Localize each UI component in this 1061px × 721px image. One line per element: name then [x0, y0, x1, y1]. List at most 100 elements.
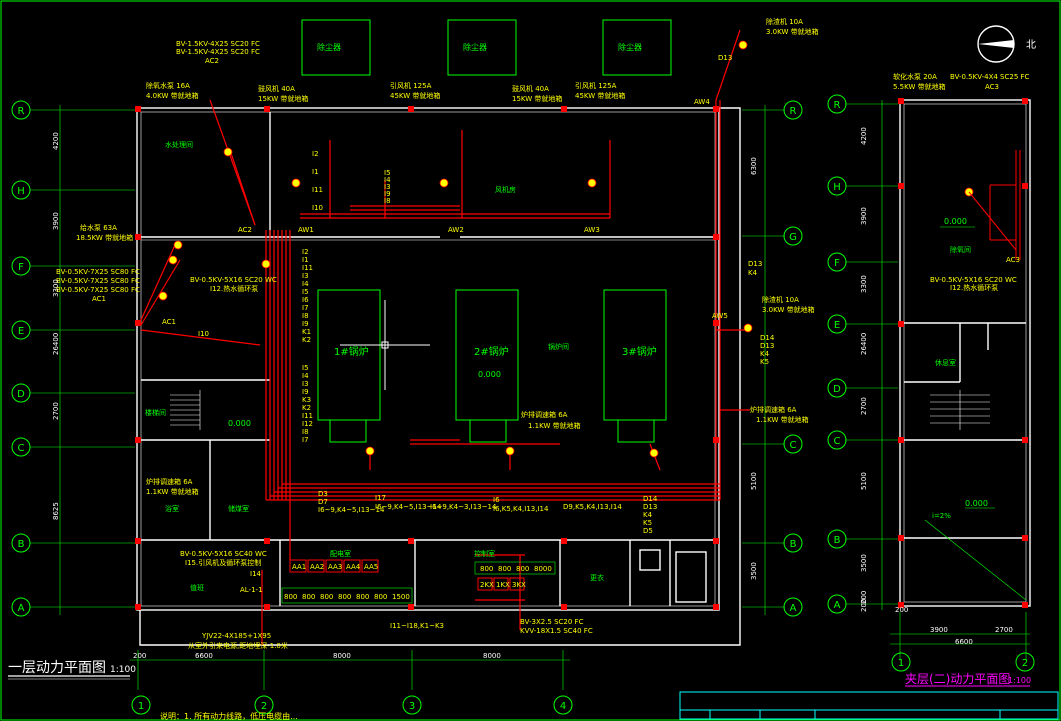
panel-label-2: AA3	[328, 563, 342, 571]
level-marks-right	[924, 226, 1027, 601]
dim-right-v-6: 3500	[860, 554, 868, 572]
tag-al11: AL-1-1	[240, 586, 263, 594]
axis-mid-B-circle	[783, 533, 803, 553]
axis-left-E: E	[18, 326, 24, 337]
axis-right-R: R	[834, 100, 841, 111]
callout-17-line1: BV-3X2.5 SC20 FC	[520, 618, 584, 626]
callout-19-line4: AC3	[985, 83, 999, 91]
callout-14-line1: 炉排调速箱 6A	[146, 477, 193, 486]
dim-right-h-2: 6600	[955, 638, 973, 646]
stair-left	[170, 390, 201, 430]
callout-19-line2: 5.5KW 带就地箱	[893, 82, 946, 91]
room-control: 控制室	[474, 549, 495, 558]
panel-label-1: AA2	[310, 563, 324, 571]
panel-dim-1: 800	[302, 593, 315, 601]
right-plan-scale: 1:100	[1008, 676, 1031, 685]
callout-1-line2: BV-1.5KV-4X25 SC20 FC	[176, 48, 260, 56]
boilers	[317, 289, 667, 443]
panel-dim-4: 800	[356, 593, 369, 601]
wire-tag-d-2: I3	[302, 380, 309, 388]
tag-aw3: AW3	[584, 226, 600, 234]
room-dust-3: 除尘器	[618, 42, 642, 52]
dim-right-v-5: 5100	[860, 472, 868, 490]
control-panel-2: 3KX	[512, 581, 526, 589]
tag-aw1: AW1	[298, 226, 314, 234]
slope-label: i=2%	[932, 512, 951, 520]
tag-d13-top: D13	[718, 54, 732, 62]
callout-4-line2: 45KW 带就地箱	[390, 91, 440, 100]
room-dust-1: 除尘器	[317, 42, 341, 52]
wire-tag-e-0: D13	[748, 260, 762, 268]
axis-left-E-circle	[11, 320, 31, 340]
axis-right-col-1-circle	[891, 652, 911, 672]
callout-10: BV-0.5KV-5X16 SC20 WC	[190, 276, 277, 284]
stair-right	[930, 390, 990, 430]
callout-12-line2: 1.1KW 带就地箱	[528, 421, 581, 430]
level-4: 0.000	[965, 499, 988, 508]
axis-mid-G: G	[789, 232, 797, 243]
dim-left-v-1: 3900	[52, 212, 60, 230]
dim-right-v-2: 3300	[860, 275, 868, 293]
axis-col-1-circle	[131, 695, 151, 715]
axis-right-A-circle	[827, 594, 847, 614]
wire-tag-d-7: I12	[302, 420, 313, 428]
control-dim-3: 8000	[534, 565, 552, 573]
wire-tag-g-1: D7	[318, 498, 328, 506]
axis-right-A: A	[834, 600, 841, 611]
boiler-2-label: 2#锅炉	[474, 346, 509, 358]
wire-tag-d-4: K3	[302, 396, 311, 404]
axis-left-R: R	[18, 106, 25, 117]
cursor-crosshair	[340, 300, 430, 390]
panel-dim-5: 800	[374, 593, 387, 601]
wire-tag-i-0: I6~9,K4~3,I13~14	[430, 503, 497, 511]
axis-col-4-circle	[553, 695, 573, 715]
wire-tag-f-2: K4	[760, 350, 770, 358]
wire-tag-c-6: I6	[302, 296, 309, 304]
axis-left-D-circle	[11, 383, 31, 403]
wire-tag-h-1: I6~9,K4~5,I13~14	[375, 503, 442, 511]
axis-left-R-circle	[11, 100, 31, 120]
callout-7-line1: 除渣机 10A	[766, 17, 803, 26]
axis-left-B-circle	[11, 533, 31, 553]
wire-tag-j-0: I6	[493, 496, 500, 504]
room-office: 更衣	[590, 573, 604, 582]
axis-col-2-circle	[254, 695, 274, 715]
dim-right-v-3: 26400	[860, 333, 868, 355]
axis-col-2: 2	[261, 701, 267, 712]
room-toilet: 浴室	[165, 504, 179, 513]
callout-13-line1: 炉排调速箱 6A	[750, 405, 797, 414]
axis-mid-C-circle	[783, 434, 803, 454]
title-block	[679, 691, 1059, 720]
room-boiler-hall: 锅炉间	[548, 342, 569, 351]
wire-tag-c-10: K1	[302, 328, 311, 336]
axis-mid-R-circle	[783, 100, 803, 120]
panel-dim-6: 1500	[392, 593, 410, 601]
dim-mid-0: 6300	[750, 157, 758, 175]
dim-right-v-7: 200	[860, 591, 868, 604]
columns-left	[135, 106, 719, 610]
dim-left-v-4: 2700	[52, 402, 60, 420]
control-dim-2: 800	[516, 565, 529, 573]
wire-tag-l-1: D13	[643, 503, 657, 511]
axis-left-A: A	[18, 603, 25, 614]
axis-col-3-circle	[402, 695, 422, 715]
callout-17-line2: KVV-18X1.5 SC40 FC	[520, 627, 593, 635]
room-duty: 值班	[190, 583, 204, 592]
wire-tag-d-0: I5	[302, 364, 309, 372]
panel-label-3: AA4	[346, 563, 361, 571]
callout-11-line2: 3.0KW 带就地箱	[762, 305, 815, 314]
axis-right-C: C	[834, 436, 841, 447]
callout-4-line1: 引风机 125A	[390, 81, 432, 90]
tag-ac3: AC3	[1006, 256, 1020, 264]
dim-left-h-1: 6600	[195, 652, 213, 660]
wire-tag-c-8: I8	[302, 312, 309, 320]
tag-aw4: AW4	[694, 98, 710, 106]
wire-tag-c-7: I7	[302, 304, 309, 312]
callout-9-line1: BV-0.5KV-7X25 SC80 FC	[56, 268, 140, 276]
axis-right-B-circle	[827, 529, 847, 549]
walls-right	[899, 99, 1031, 607]
axis-right-H-circle	[827, 176, 847, 196]
dim-right-v-0: 4200	[860, 127, 868, 145]
